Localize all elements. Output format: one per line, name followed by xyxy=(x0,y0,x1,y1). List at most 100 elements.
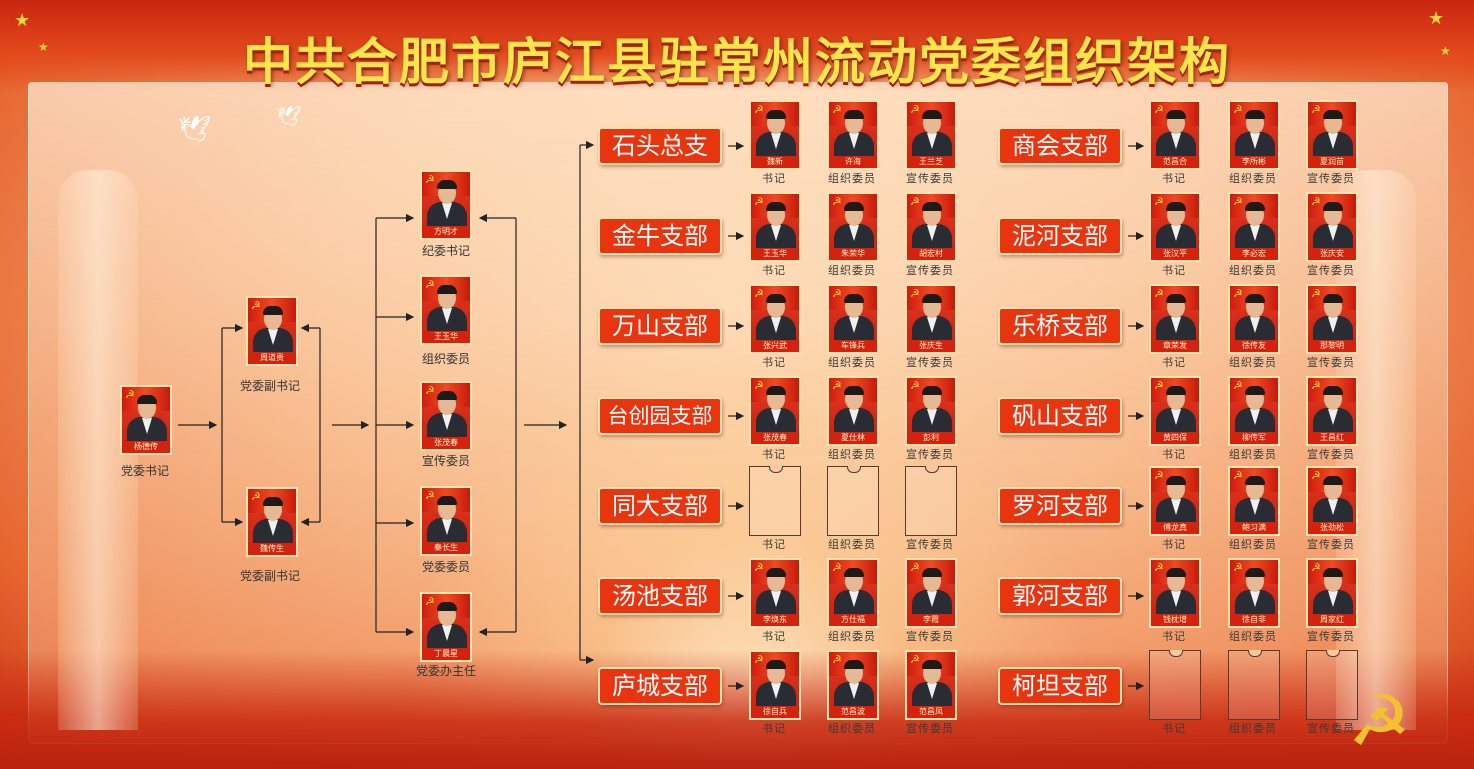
star-icon: ★ xyxy=(1440,44,1451,58)
header-background xyxy=(0,0,1474,90)
role-label: 宣传委员 xyxy=(1307,356,1355,369)
nameplate: 杨德传 xyxy=(122,441,170,453)
avatar: 张汉平 xyxy=(1149,192,1201,262)
branch-label: 乐桥支部 xyxy=(998,307,1122,345)
avatar: 范昌凤 xyxy=(905,650,957,720)
avatar: 彭利 xyxy=(905,376,957,446)
nameplate: 胡宏村 xyxy=(907,248,955,260)
nameplate: 王兰芝 xyxy=(907,156,955,168)
nameplate: 方仕福 xyxy=(829,614,877,626)
role-label: 组织委员 xyxy=(1229,722,1277,735)
role-label: 宣传委员 xyxy=(1307,172,1355,185)
nameplate: 魏传生 xyxy=(248,543,296,555)
empty-photo-slot xyxy=(1228,650,1280,720)
role-label: 书记 xyxy=(1162,722,1186,735)
avatar: 黄四保 xyxy=(1149,376,1201,446)
role-label: 宣传委员 xyxy=(1307,630,1355,643)
nameplate: 那黎明 xyxy=(1308,340,1356,352)
role-label: 宣传委员 xyxy=(1307,538,1355,551)
avatar: 范昌波 xyxy=(827,650,879,720)
nameplate: 夏仕林 xyxy=(829,432,877,444)
nameplate: 周道贵 xyxy=(248,352,296,364)
avatar: 丁晨星 xyxy=(420,592,472,662)
role-label: 组织委员 xyxy=(1229,448,1277,461)
star-icon: ★ xyxy=(14,10,31,31)
role-label: 书记 xyxy=(762,448,786,461)
role-label: 党委委员 xyxy=(421,560,470,574)
empty-photo-slot xyxy=(827,466,879,536)
role-label: 组织委员 xyxy=(828,448,876,461)
avatar: 夏仕林 xyxy=(827,376,879,446)
avatar: 魏新 xyxy=(749,100,801,170)
role-label: 党委副书记 xyxy=(239,569,300,583)
branch-label: 台创园支部 xyxy=(598,397,722,435)
avatar: 那黎明 xyxy=(1306,284,1358,354)
nameplate: 魏新 xyxy=(751,156,799,168)
role-label: 组织委员 xyxy=(828,264,876,277)
role-label: 组织委员 xyxy=(1229,630,1277,643)
nameplate: 李霞 xyxy=(907,614,955,626)
avatar: 方仕福 xyxy=(827,558,879,628)
avatar: 张茂春 xyxy=(749,376,801,446)
avatar: 秦长生 xyxy=(420,486,472,556)
nameplate: 张茂春 xyxy=(751,432,799,444)
nameplate: 张兴武 xyxy=(751,340,799,352)
role-label: 宣传委员 xyxy=(421,454,470,468)
nameplate: 王玉华 xyxy=(422,331,470,343)
role-label: 组织委员 xyxy=(1229,538,1277,551)
role-label: 书记 xyxy=(1162,264,1186,277)
nameplate: 范昌波 xyxy=(829,706,877,718)
branch-label: 柯坦支部 xyxy=(998,667,1122,705)
avatar: 许海 xyxy=(827,100,879,170)
branch-label: 万山支部 xyxy=(598,307,722,345)
role-label: 组织委员 xyxy=(828,356,876,369)
avatar: 王兰芝 xyxy=(905,100,957,170)
nameplate: 徐自非 xyxy=(1230,614,1278,626)
role-label: 组织委员 xyxy=(1229,264,1277,277)
role-label: 党委办主任 xyxy=(415,664,476,678)
nameplate: 范昌合 xyxy=(1151,156,1199,168)
nameplate: 柳传军 xyxy=(1230,432,1278,444)
empty-photo-slot xyxy=(905,466,957,536)
avatar: 张兴武 xyxy=(749,284,801,354)
role-label: 书记 xyxy=(762,356,786,369)
avatar: 钱枕增 xyxy=(1149,558,1201,628)
dove-icon: 🕊 xyxy=(178,115,212,145)
nameplate: 徐传友 xyxy=(1230,340,1278,352)
role-label: 宣传委员 xyxy=(1307,722,1355,735)
nameplate: 张汉平 xyxy=(1151,248,1199,260)
role-label: 书记 xyxy=(762,538,786,551)
branch-label: 郭河支部 xyxy=(998,577,1122,615)
role-label: 书记 xyxy=(1162,172,1186,185)
role-label: 书记 xyxy=(1162,356,1186,369)
avatar: 朱荣华 xyxy=(827,192,879,262)
role-label: 组织委员 xyxy=(828,172,876,185)
avatar: 王玉华 xyxy=(749,192,801,262)
role-label: 书记 xyxy=(1162,538,1186,551)
role-label: 组织委员 xyxy=(421,352,470,366)
avatar: 傅龙真 xyxy=(1149,466,1201,536)
nameplate: 夏润苗 xyxy=(1308,156,1356,168)
nameplate: 张庆生 xyxy=(907,340,955,352)
nameplate: 彭利 xyxy=(907,432,955,444)
nameplate: 王玉华 xyxy=(751,248,799,260)
avatar: 柳传军 xyxy=(1228,376,1280,446)
nameplate: 秦长生 xyxy=(422,542,470,554)
role-label: 宣传委员 xyxy=(906,172,954,185)
nameplate: 周家红 xyxy=(1308,614,1356,626)
avatar: 鲍习满 xyxy=(1228,466,1280,536)
role-label: 书记 xyxy=(762,172,786,185)
avatar: 夏润苗 xyxy=(1306,100,1358,170)
star-icon: ★ xyxy=(38,40,49,54)
avatar: 章荣发 xyxy=(1149,284,1201,354)
page-title: 中共合肥市庐江县驻常州流动党委组织架构 xyxy=(243,33,1231,91)
role-label: 书记 xyxy=(1162,448,1186,461)
branch-label: 庐城支部 xyxy=(598,667,722,705)
role-label: 宣传委员 xyxy=(906,538,954,551)
nameplate: 张劲松 xyxy=(1308,522,1356,534)
nameplate: 鲍习满 xyxy=(1230,522,1278,534)
nameplate: 钱枕增 xyxy=(1151,614,1199,626)
avatar: 王玉华 xyxy=(420,275,472,345)
hammer-sickle-icon: ☭ xyxy=(1348,680,1411,762)
